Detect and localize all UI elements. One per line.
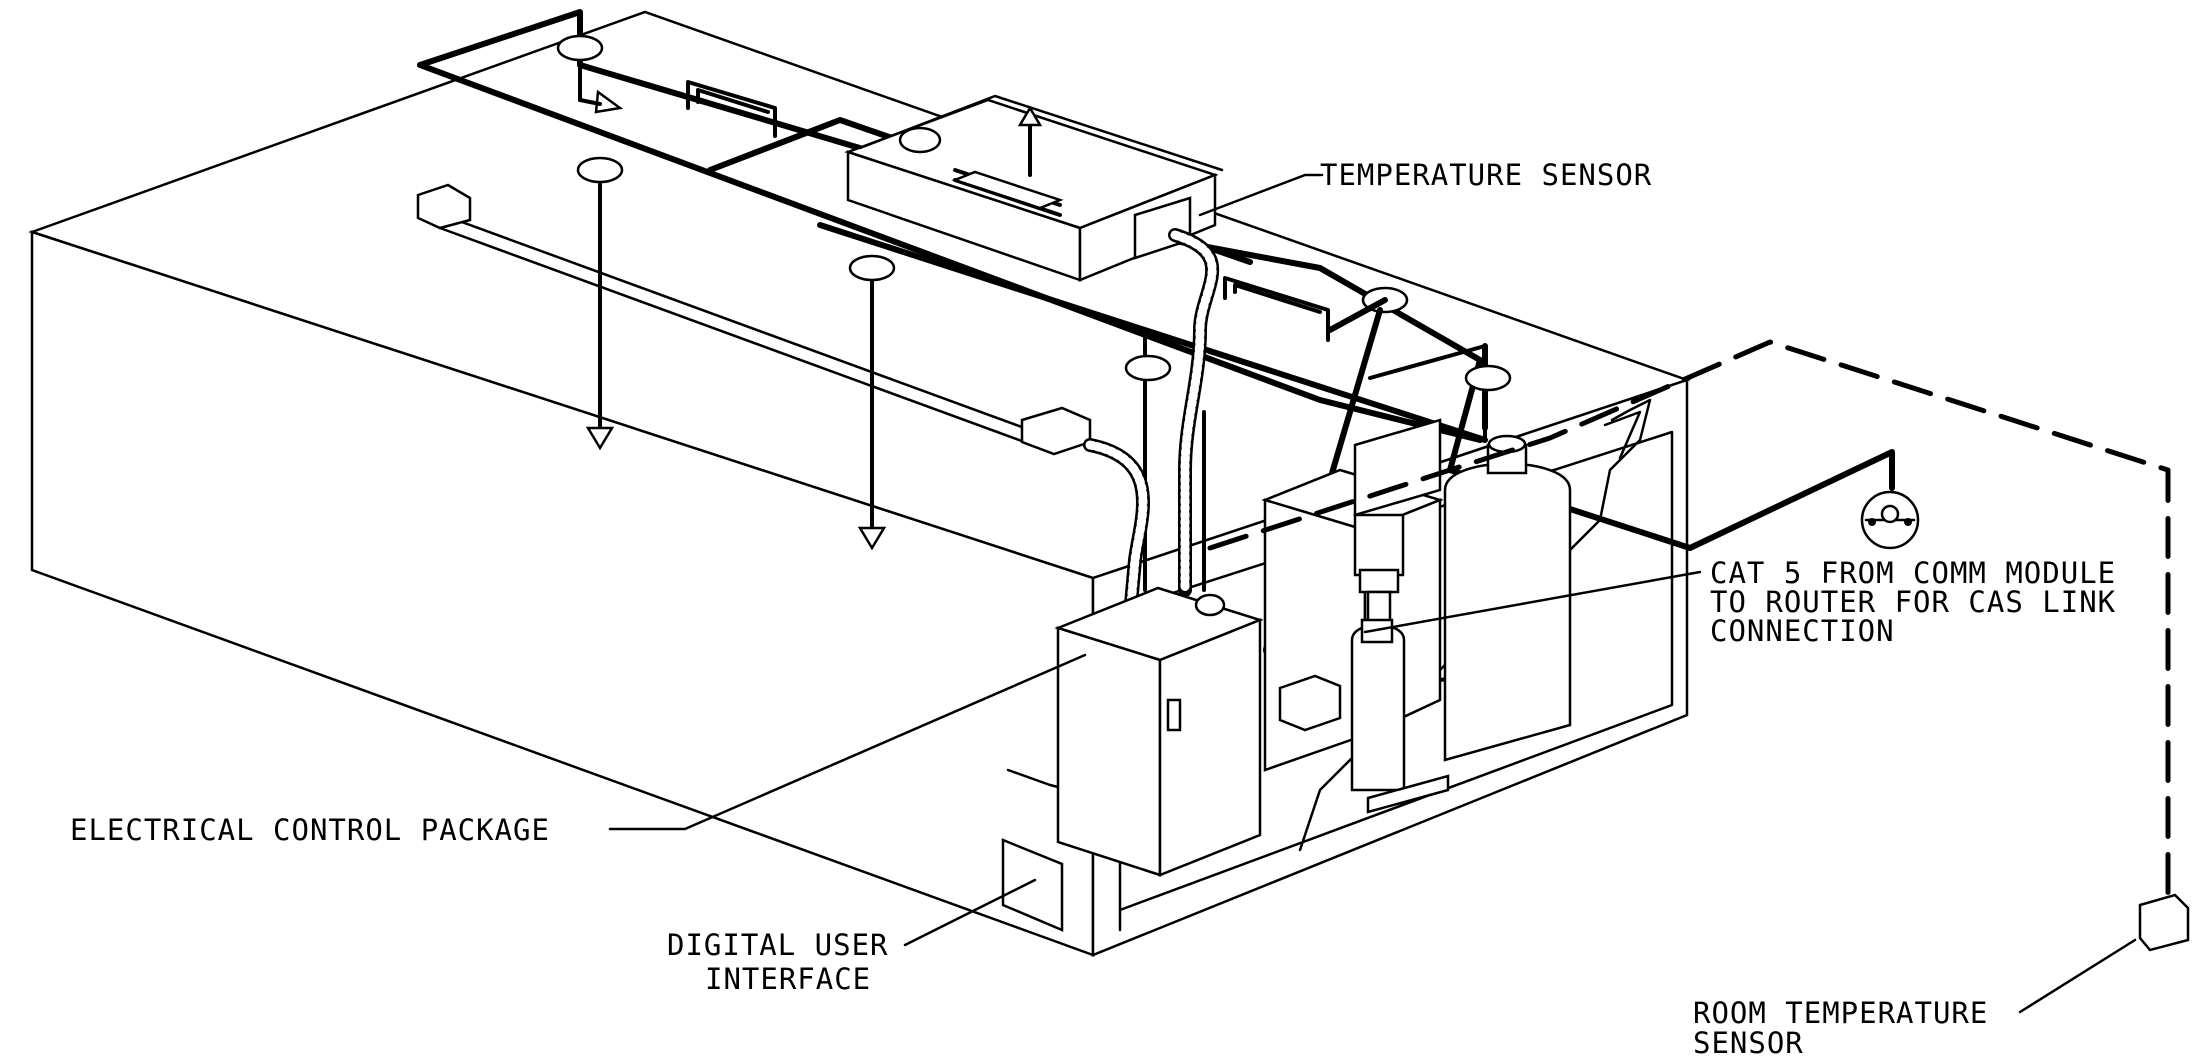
equipment-rack: [1261, 418, 1444, 772]
label-digital-user-interface-2: INTERFACE: [705, 962, 872, 996]
diffuser-nozzle-left: [416, 183, 472, 230]
callout-leaders: [608, 173, 2137, 1014]
label-digital-user-interface-1: DIGITAL USER: [667, 928, 889, 962]
label-cat5-line-1: CAT 5 FROM COMM MODULE: [1710, 556, 2117, 590]
agent-cylinders: [1350, 434, 1572, 814]
label-cat5-line-3: CONNECTION: [1710, 614, 1895, 648]
label-electrical-control-package: ELECTRICAL CONTROL PACKAGE: [70, 813, 550, 847]
thermostat-device: [1860, 490, 1920, 550]
label-room-temperature-sensor-2: SENSOR: [1693, 1026, 1804, 1060]
label-temperature-sensor: TEMPERATURE SENSOR: [1320, 158, 1653, 192]
support-brackets: [686, 80, 1388, 483]
electrical-control-panel: [1054, 586, 1264, 877]
drop-hangers: [556, 34, 1512, 551]
cat5-cable: [1363, 570, 1702, 634]
digital-user-interface-panel: [1001, 838, 1064, 932]
roof-hvac-unit: [844, 94, 1224, 282]
label-room-temperature-sensor-1: ROOM TEMPERATURE: [1693, 996, 1989, 1030]
room-sensor-wiring: [1207, 339, 2190, 952]
label-cat5-line-2: TO ROUTER FOR CAS LINK: [1710, 585, 2117, 619]
room-temperature-sensor-box: [2138, 893, 2190, 952]
air-diffuser-line: [416, 183, 1092, 456]
